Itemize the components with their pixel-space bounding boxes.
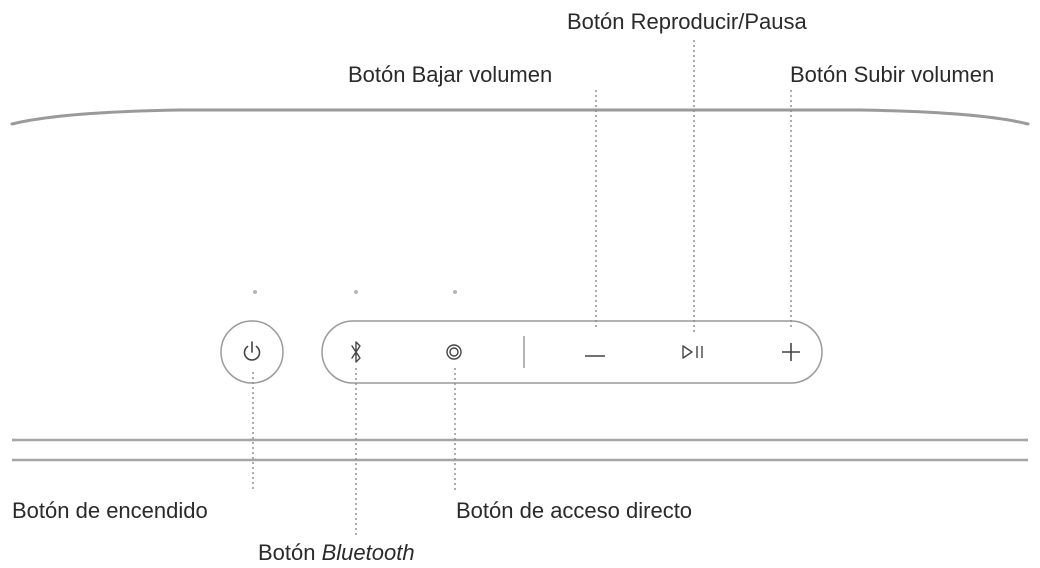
bluetooth-icon [351, 341, 361, 363]
volume-up-button[interactable] [771, 332, 811, 372]
power-icon [243, 341, 261, 361]
label-volume-down: Botón Bajar volumen [348, 62, 553, 87]
power-indicator-dot [253, 290, 257, 294]
shortcut-icon [446, 344, 462, 360]
label-bluetooth-name: Bluetooth [321, 540, 415, 565]
label-bluetooth-prefix: Botón [258, 540, 322, 565]
label-play-pause: Botón Reproducir/Pausa [567, 9, 807, 34]
label-shortcut: Botón de acceso directo [456, 498, 693, 523]
plus-icon [782, 343, 800, 361]
play-pause-button[interactable] [673, 332, 713, 372]
volume-down-button[interactable] [575, 332, 615, 372]
play-pause-icon [682, 345, 703, 359]
label-bluetooth: Botón Bluetooth [258, 540, 415, 566]
label-power: Botón de encendido [12, 498, 208, 523]
bluetooth-button[interactable] [336, 332, 376, 372]
label-volume-up: Botón Subir volumen [790, 62, 995, 87]
bluetooth-indicator-dot [354, 290, 358, 294]
speaker-top-edge [10, 108, 1030, 126]
shortcut-indicator-dot [453, 290, 457, 294]
shortcut-button[interactable] [434, 332, 474, 372]
control-strip-outline [321, 320, 823, 384]
power-button[interactable] [222, 322, 282, 382]
